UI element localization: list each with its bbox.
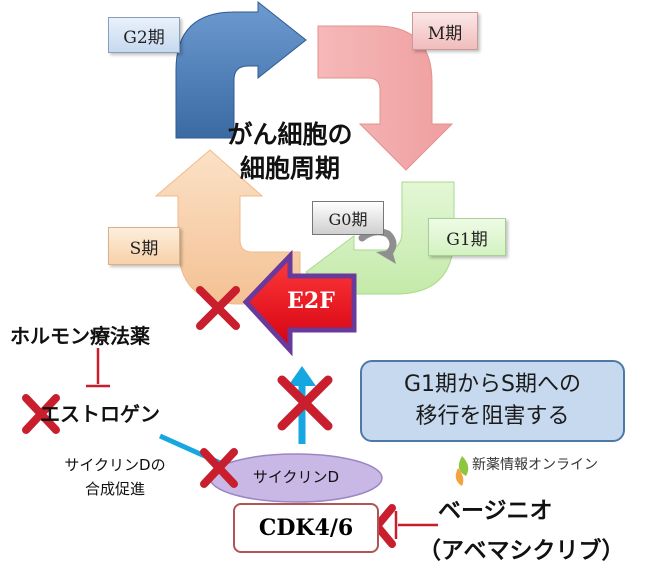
cyclin-promotion-line1: サイクリンDの — [64, 456, 166, 474]
drug-generic-name: （アベマシクリブ） — [418, 538, 625, 564]
g2-phase-box: G2期 — [108, 17, 180, 53]
g2-phase-arrow — [175, 0, 307, 139]
e2f-arrow — [242, 249, 357, 357]
g1-phase-box: G1期 — [428, 218, 506, 256]
inhibition-line2: 移行を阻害する — [415, 404, 570, 429]
cycle-title: がん細胞の 細胞周期 — [200, 118, 380, 186]
cross-icon-e2f — [196, 286, 240, 330]
e2f-label: E2F — [287, 288, 335, 314]
cycle-title-line1: がん細胞の — [227, 120, 353, 149]
estrogen-label: エストロゲン — [40, 402, 160, 426]
leaf-icon — [455, 456, 469, 486]
cyclin-d-label: サイクリンD — [252, 468, 340, 486]
cross-icon-cyclin — [200, 448, 238, 488]
cross-icon-up-arrow — [277, 375, 333, 431]
cyclin-promotion-line2: 合成促進 — [84, 480, 145, 498]
inhibition-callout: G1期からS期への 移行を阻害する — [360, 360, 625, 442]
cross-icon-estrogen — [22, 394, 60, 434]
s-phase-box: S期 — [108, 227, 180, 265]
drug-name: ベージニオ — [438, 498, 553, 524]
site-logo: 新薬情報オンライン — [452, 454, 598, 474]
g0-hook-arrowhead — [376, 250, 396, 264]
cyclin-promotion-label: サイクリンDの 合成促進 — [56, 453, 174, 501]
site-logo-text: 新薬情報オンライン — [472, 457, 598, 473]
hormone-therapy-label: ホルモン療法薬 — [10, 324, 150, 348]
m-phase-box: M期 — [412, 12, 478, 50]
m-phase-arrow — [317, 25, 454, 171]
cycle-title-line2: 細胞周期 — [239, 154, 340, 183]
cyclin-to-e2f-arrowhead — [288, 366, 316, 386]
g0-phase-box: G0期 — [312, 201, 384, 235]
cdk46-box: CDK4/6 — [233, 503, 379, 553]
inhibition-line1: G1期からS期への — [403, 372, 581, 397]
